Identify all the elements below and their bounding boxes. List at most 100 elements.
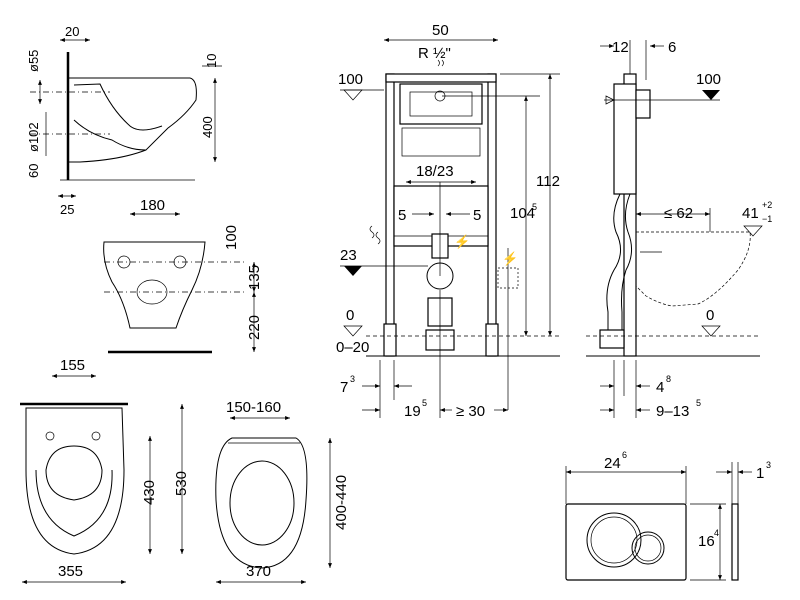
flush-plate-side [731, 503, 739, 581]
dim-55: ø55 [26, 50, 41, 72]
dim-104-main: 104 [510, 205, 535, 222]
seat-view: 150-160 400-440 370 [215, 399, 350, 584]
bowl-front-view: 180 100 135 220 [103, 197, 263, 354]
side-drain-pipe [606, 193, 621, 341]
dim-side-0: 0 [706, 307, 714, 324]
bowl-outline [68, 77, 197, 163]
bowl-trap-curve [73, 83, 163, 131]
seat-hole-right [91, 431, 101, 441]
dim-41-minus: −1 [762, 214, 772, 224]
dim-7-main: 7 [340, 379, 348, 396]
electrical-icon-2: ⚡ [454, 234, 470, 250]
dim-100: 100 [223, 225, 240, 250]
dim-50: 50 [432, 22, 449, 39]
dim-5-left: 5 [398, 207, 406, 224]
side-bowl-outline [635, 231, 751, 307]
frame-right-rail [487, 73, 497, 357]
bowl-plan-view: 155 430 530 355 [20, 357, 190, 584]
dim-355: 355 [58, 563, 83, 580]
level-marker-filled-icon [344, 266, 362, 276]
frame-top-bar [385, 73, 497, 83]
foot-left [383, 323, 397, 357]
dim-150-160: 150-160 [226, 399, 281, 416]
dim-7-sup: 3 [350, 374, 355, 384]
dim-r-thread: R ½" [418, 45, 451, 62]
dim-41-plus: +2 [762, 200, 772, 210]
foot-right [485, 323, 499, 357]
dim-9-13-sup: 5 [696, 398, 701, 408]
flush-button-large [586, 512, 642, 568]
side-flush-plate [635, 89, 651, 119]
dim-19-main: 19 [404, 403, 421, 420]
dim-20: 20 [65, 24, 79, 39]
dim-430: 430 [141, 480, 158, 505]
dim-400: 400 [200, 116, 215, 138]
dim-24-sup: 6 [622, 450, 627, 460]
flush-button-large-inner [590, 516, 638, 564]
dim-220: 220 [246, 315, 263, 340]
side-level-marker-icon [702, 90, 720, 100]
dim-0-20: 0–20 [336, 339, 369, 356]
side-level-zero-icon [701, 325, 721, 337]
dim-18-23: 18/23 [416, 163, 454, 180]
dim-41-main: 41 [742, 205, 759, 222]
dim-23: 23 [340, 247, 357, 264]
dim-135: 135 [246, 265, 263, 290]
bowl-plan-rim [45, 445, 103, 501]
level-marker-open-icon [343, 89, 363, 101]
dim-12: 12 [612, 39, 629, 56]
cistern-panel [409, 91, 473, 117]
bowl-side-view: 20 ø55 ø102 60 10 400 25 [26, 24, 222, 217]
flush-plate-view: 24 6 16 4 1 3 [565, 450, 771, 581]
flush-plate [565, 503, 687, 581]
dim-4-main: 4 [656, 379, 664, 396]
dim-ge30: ≥ 30 [456, 403, 485, 420]
frame-side-view: 12 6 100 ≤ 62 41 +2 −1 0 [586, 39, 772, 420]
side-drain-elbow [599, 329, 625, 349]
water-symbol-left [369, 225, 381, 245]
level-marker-zero-icon [343, 325, 363, 337]
frame-front-view: 50 R ½" ⚡ ⚡ 100 112 104 [336, 22, 560, 420]
seat-outline [215, 437, 308, 569]
cistern-body [401, 127, 481, 157]
dim-side-100: 100 [696, 71, 721, 88]
side-pointer-icon [605, 95, 615, 105]
side-cistern [613, 83, 637, 195]
electrical-icon: ⚡ [502, 251, 518, 267]
dim-155: 155 [60, 357, 85, 374]
dim-0: 0 [346, 307, 354, 324]
bowl-inner-curve [73, 119, 147, 151]
seat-hole-left [45, 431, 55, 441]
dim-24-main: 24 [604, 455, 621, 472]
dim-180: 180 [140, 197, 165, 214]
bowl-plan-inner [35, 469, 113, 537]
flush-button-small [631, 531, 665, 565]
dim-60: 60 [26, 164, 41, 178]
dim-530: 530 [173, 471, 190, 496]
flush-button-small-inner [634, 534, 662, 562]
frame-left-rail [385, 73, 395, 357]
dim-le62: ≤ 62 [664, 205, 693, 222]
bowl-front-outline [103, 241, 206, 329]
dim-370: 370 [246, 563, 271, 580]
dim-4-sup: 8 [666, 374, 671, 384]
bowl-drain [136, 279, 168, 305]
dim-19-sup: 5 [422, 398, 427, 408]
dim-100-level: 100 [338, 71, 363, 88]
dim-6: 6 [668, 39, 676, 56]
dim-16-sup: 4 [714, 528, 719, 538]
dim-9-13-main: 9–13 [656, 403, 689, 420]
dim-16-main: 16 [698, 533, 715, 550]
dim-10: 10 [204, 54, 219, 68]
side-level-41-icon [743, 225, 763, 237]
cistern [399, 83, 483, 125]
dim-5-right: 5 [473, 207, 481, 224]
dim-102: ø102 [26, 122, 41, 152]
side-drain-pipe-inner [621, 193, 632, 330]
dim-1-main: 1 [756, 465, 764, 482]
dim-400-440: 400-440 [333, 475, 350, 530]
dim-1-sup: 3 [766, 460, 771, 470]
dim-112: 112 [536, 173, 560, 190]
seat-opening [229, 460, 295, 546]
